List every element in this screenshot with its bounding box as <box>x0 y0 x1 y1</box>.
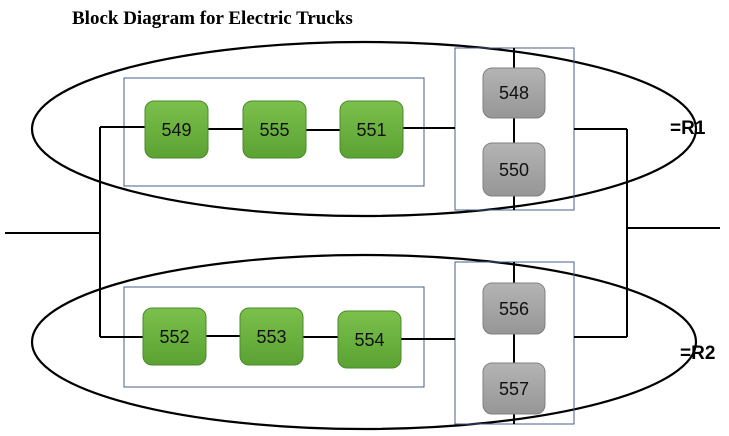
block-548: 548 <box>482 67 546 119</box>
r2-ellipse <box>30 253 698 431</box>
block-554-label: 554 <box>354 330 384 350</box>
block-548-label: 548 <box>499 83 529 103</box>
block-557: 557 <box>482 362 546 415</box>
block-551-label: 551 <box>356 120 386 140</box>
block-550: 550 <box>482 142 546 197</box>
wires <box>5 48 720 424</box>
block-549: 549 <box>144 100 209 159</box>
block-556-label: 556 <box>499 299 529 319</box>
block-553: 553 <box>239 307 304 366</box>
r1-label: =R1 <box>670 118 706 139</box>
block-557-label: 557 <box>499 379 529 399</box>
block-555: 555 <box>242 100 307 159</box>
block-552: 552 <box>142 307 207 366</box>
block-552-label: 552 <box>159 327 189 347</box>
block-555-label: 555 <box>259 120 289 140</box>
block-554: 554 <box>337 310 402 369</box>
block-549-label: 549 <box>161 120 191 140</box>
r2-label: =R2 <box>680 343 715 364</box>
r1-ellipse <box>30 40 698 218</box>
upper-series-frame <box>123 77 425 187</box>
block-550-label: 550 <box>499 160 529 180</box>
block-553-label: 553 <box>256 327 286 347</box>
block-551: 551 <box>339 100 404 159</box>
block-556: 556 <box>482 282 546 335</box>
diagram-title: Block Diagram for Electric Trucks <box>72 8 353 29</box>
